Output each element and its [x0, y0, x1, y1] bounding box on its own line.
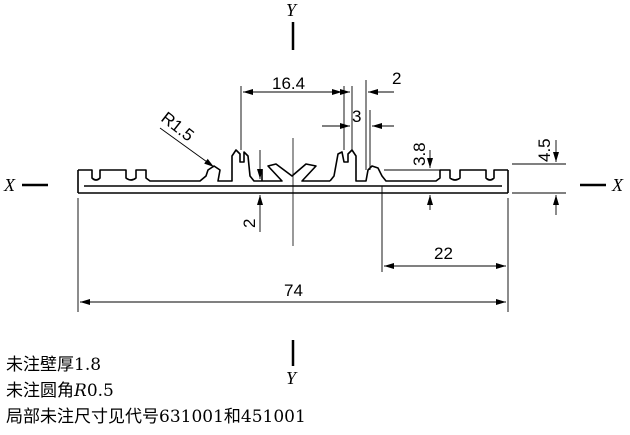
- note-fillet-text: 未注圆角: [6, 381, 74, 401]
- dim-right-half-width: 22: [434, 244, 453, 263]
- dim-inner-gap: 3: [352, 107, 361, 126]
- dim-top-right: 2: [392, 69, 401, 88]
- axis-y-bottom-label: Y: [286, 368, 298, 388]
- axis-y-top-label: Y: [286, 0, 298, 20]
- axis-x-left-label: X: [3, 175, 16, 195]
- dim-radius: R1.5: [158, 108, 198, 145]
- dim-total-width: 74: [284, 281, 303, 300]
- dim-right-height-1: 3.8: [410, 142, 429, 166]
- note-fillet-value: 0.5: [86, 381, 114, 401]
- note-fillet-symbol: R: [74, 381, 87, 401]
- dimension-lines: [77, 80, 566, 312]
- note-wall-thickness: 未注壁厚1.8: [6, 355, 102, 375]
- axis-x-right-label: X: [611, 175, 624, 195]
- dim-right-height-2: 4.5: [535, 138, 554, 162]
- center-lines: [22, 22, 606, 366]
- note-fillet-radius: 未注圆角R0.5: [6, 378, 306, 404]
- dim-base-thickness: 2: [240, 219, 259, 228]
- note-reference: 局部未注尺寸见代号631001和451001: [6, 407, 306, 427]
- notes-block: 未注壁厚1.8 未注圆角R0.5 局部未注尺寸见代号631001和451001: [6, 352, 306, 430]
- dim-top-span: 16.4: [272, 74, 305, 93]
